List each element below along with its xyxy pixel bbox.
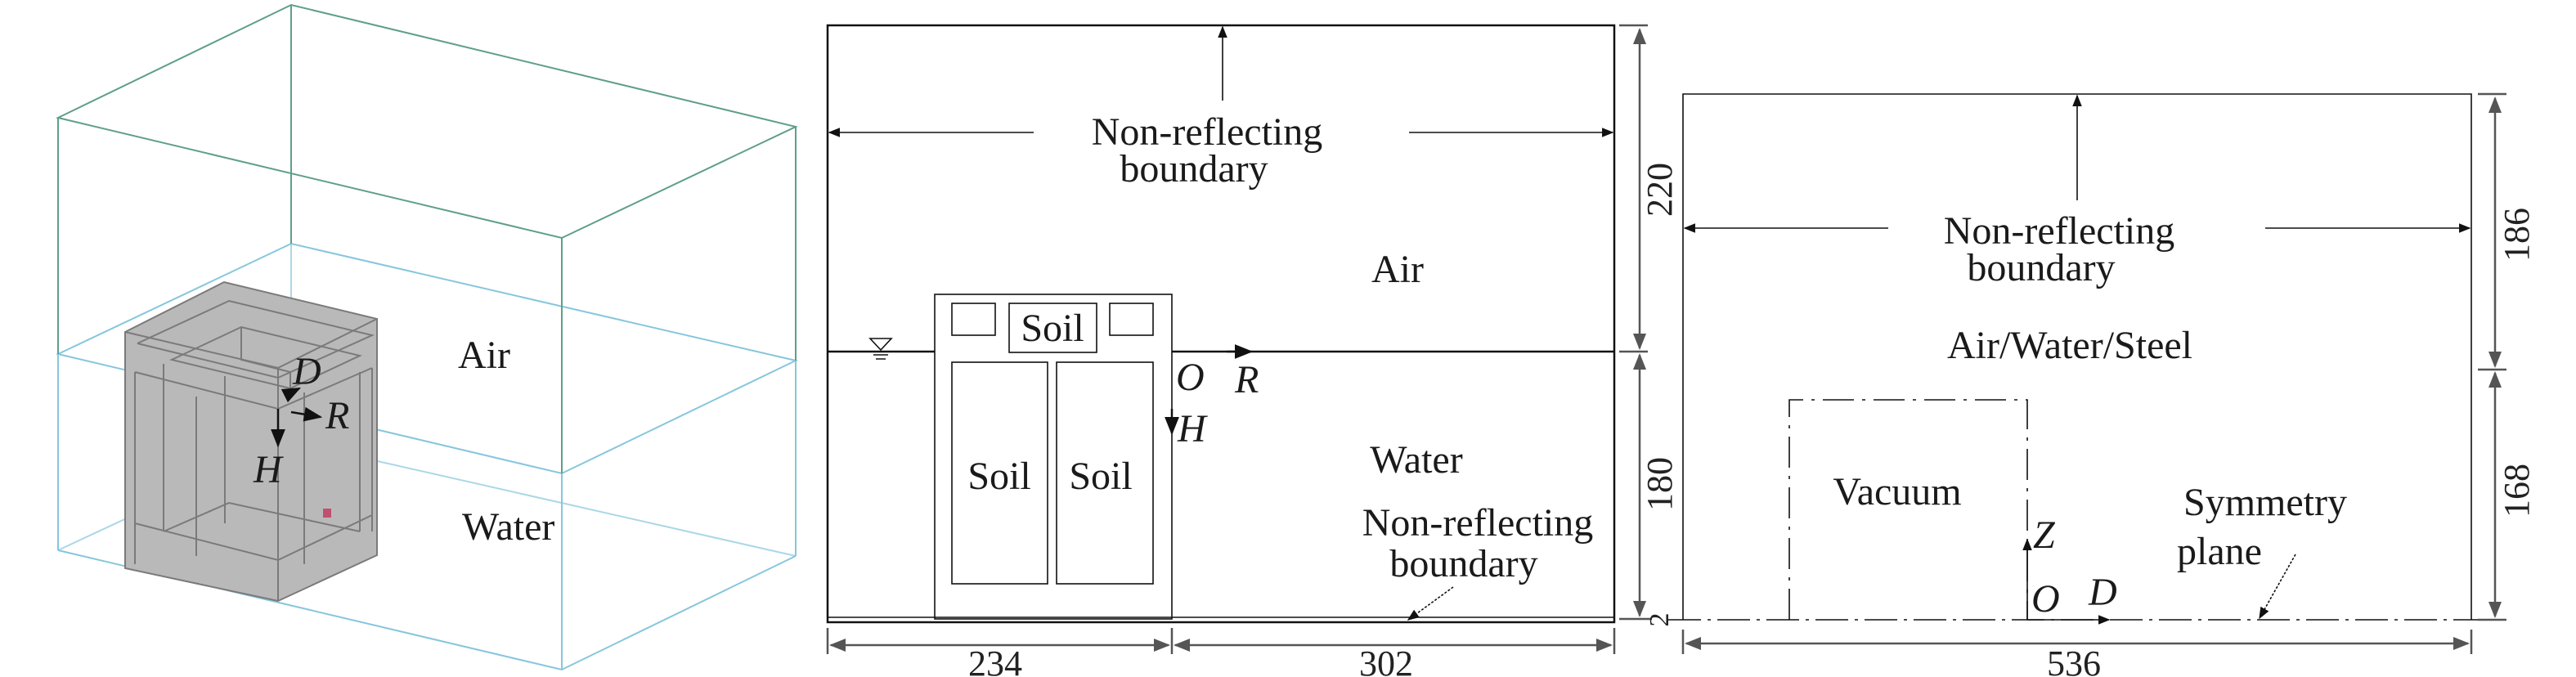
soil-left-label: Soil — [967, 455, 1030, 498]
dim-lower-height: 168 — [2497, 464, 2537, 518]
axis-z-label: Z — [2033, 513, 2056, 557]
air-label: Air — [458, 334, 510, 377]
panel-axisymmetric: Non-reflecting boundary Air/Water/Steel … — [1668, 92, 2537, 677]
axis-r-label: R — [1234, 358, 1259, 401]
boundary-label-line1: Non-reflecting — [1944, 209, 2175, 253]
dim-left-width: 234 — [968, 643, 1022, 677]
vacuum-label: Vacuum — [1833, 470, 1961, 513]
domain-boundary — [826, 24, 1616, 624]
structure-section — [934, 294, 1173, 620]
axes-3d — [271, 387, 323, 448]
water-level-symbol — [868, 338, 893, 360]
water-label: Water — [462, 505, 554, 549]
axis-d-label: D — [292, 350, 321, 393]
dim-upper-height: 186 — [2497, 208, 2537, 262]
axis-d-label: D — [2088, 571, 2117, 614]
vacuum-region — [1788, 399, 2028, 620]
axis-h-label: H — [1177, 407, 1208, 451]
axis-r-label: R — [325, 394, 349, 437]
top-boundary-label-line2: boundary — [1120, 147, 1268, 191]
marker-point — [323, 509, 331, 518]
dimensions — [826, 24, 1652, 654]
structure-model — [124, 280, 378, 603]
air-box — [56, 3, 798, 473]
dim-right-width: 302 — [1359, 643, 1413, 677]
medium-label: Air/Water/Steel — [1947, 324, 2192, 367]
origin-label: O — [1176, 356, 1205, 399]
boundary-label-line2: boundary — [1967, 246, 2115, 289]
top-boundary-label-line1: Non-reflecting — [1092, 110, 1323, 154]
water-label: Water — [1370, 438, 1462, 482]
panel-3d-model: D R H Air Water — [55, 3, 798, 671]
panel-section: Non-reflecting boundary Air Water Non-re… — [826, 24, 1680, 677]
dim-bottom-layer: 2 — [1645, 613, 1675, 627]
dim-water-height: 180 — [1640, 457, 1680, 511]
dim-air-height: 220 — [1640, 163, 1680, 217]
air-label: Air — [1371, 248, 1424, 291]
symmetry-label-line1: Symmetry — [2183, 481, 2347, 524]
dim-width: 536 — [2047, 643, 2101, 677]
soil-right-label: Soil — [1069, 455, 1132, 498]
soil-top-label: Soil — [1021, 307, 1084, 350]
symmetry-label-line2: plane — [2177, 530, 2262, 573]
dimensions — [1681, 92, 2506, 654]
domain-boundary — [1682, 93, 2472, 620]
axis-h-label: H — [253, 448, 284, 491]
bottom-boundary-label-line2: boundary — [1389, 542, 1537, 585]
origin-label: O — [2031, 577, 2060, 621]
bottom-boundary-label-line1: Non-reflecting — [1362, 501, 1594, 545]
